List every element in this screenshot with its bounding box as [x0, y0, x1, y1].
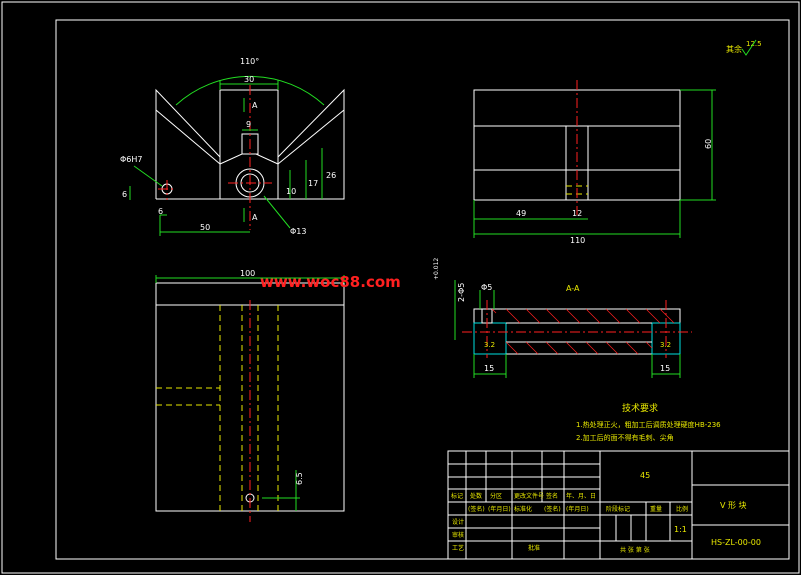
- tb-rev-h4: 签名: [546, 492, 558, 500]
- tb-part-name: V 形 块: [720, 500, 747, 510]
- dim-tol: +0.012: [433, 258, 440, 280]
- dim-slot: 9: [246, 120, 251, 129]
- tech-req-item-1: 1.热处理正火，粗加工后调质处理硬度HB-236: [576, 420, 721, 429]
- tb-sign-3: (签名): [544, 505, 561, 513]
- dim-bore: Φ13: [290, 227, 306, 236]
- dim-12: 12: [572, 209, 582, 218]
- dim-top-100: 100: [240, 269, 255, 278]
- tb-role-0: 设计: [452, 518, 464, 526]
- tb-weight-label: 重量: [650, 505, 662, 513]
- watermark: www.woc88.com: [260, 273, 401, 291]
- side-view: [473, 80, 716, 238]
- tech-req-title: 技术要求: [622, 402, 658, 414]
- dim-h17: 17: [308, 179, 318, 188]
- tb-sign-0: (签名): [468, 505, 485, 513]
- section-title: A-A: [566, 284, 580, 293]
- section-mark-bottom: A: [252, 213, 258, 222]
- roughness-label: 其余: [726, 44, 742, 54]
- dim-l1: 15: [484, 364, 494, 373]
- dim-r2: 3.2: [660, 341, 671, 349]
- tb-scale: 1:1: [674, 525, 687, 534]
- dim-phi5: Φ5: [481, 283, 492, 292]
- tb-sheets: 共 张 第 张: [620, 546, 650, 554]
- tb-scale-label: 比例: [676, 505, 688, 513]
- dim-6-5: 6.5: [295, 472, 304, 485]
- tb-rev-h3: 更改文件号: [514, 492, 544, 500]
- roughness-symbol: [741, 39, 757, 56]
- dim-width-50: 50: [200, 223, 210, 232]
- dim-height-60: 60: [704, 139, 713, 149]
- tb-sign-2: 标准化: [514, 505, 532, 513]
- dim-pin-hole: Φ6H7: [120, 155, 143, 164]
- dim-2x-phi5: 2-Φ5: [457, 283, 466, 302]
- top-view: [155, 275, 345, 522]
- tb-stage-label: 阶段标记: [606, 505, 630, 513]
- tech-req-item-2: 2.加工后的面不得有毛刺、尖角: [576, 433, 674, 442]
- dim-offset-6: 6: [158, 207, 163, 216]
- tb-role-2: 工艺: [452, 544, 464, 552]
- tb-rev-h0: 标记: [451, 492, 463, 500]
- tb-material: 45: [640, 471, 650, 480]
- inner-border: [55, 19, 790, 560]
- tb-rev-h5: 年、月、日: [566, 492, 596, 500]
- dim-top-width: 30: [244, 75, 254, 84]
- dim-h10: 10: [286, 187, 296, 196]
- tb-drawing-no: HS-ZL-00-00: [711, 538, 761, 547]
- section-view: [454, 280, 692, 378]
- tb-rev-h1: 处数: [470, 492, 482, 500]
- tb-sign-4: (年月日): [566, 505, 589, 513]
- tb-role-1: 审核: [452, 531, 464, 539]
- tb-sign-1: (年月日): [488, 505, 511, 513]
- title-block: [447, 450, 790, 560]
- dim-height-6: 6: [122, 190, 127, 199]
- dim-h26: 26: [326, 171, 336, 180]
- tb-approve: 批准: [528, 544, 540, 552]
- front-view: [129, 75, 345, 236]
- dim-49: 49: [516, 209, 526, 218]
- dim-angle: 110°: [240, 57, 259, 66]
- section-mark-top: A: [252, 101, 258, 110]
- dim-l2: 15: [660, 364, 670, 373]
- dim-r1: 3.2: [484, 341, 495, 349]
- dim-width-110: 110: [570, 236, 585, 245]
- tb-rev-h2: 分区: [490, 492, 502, 500]
